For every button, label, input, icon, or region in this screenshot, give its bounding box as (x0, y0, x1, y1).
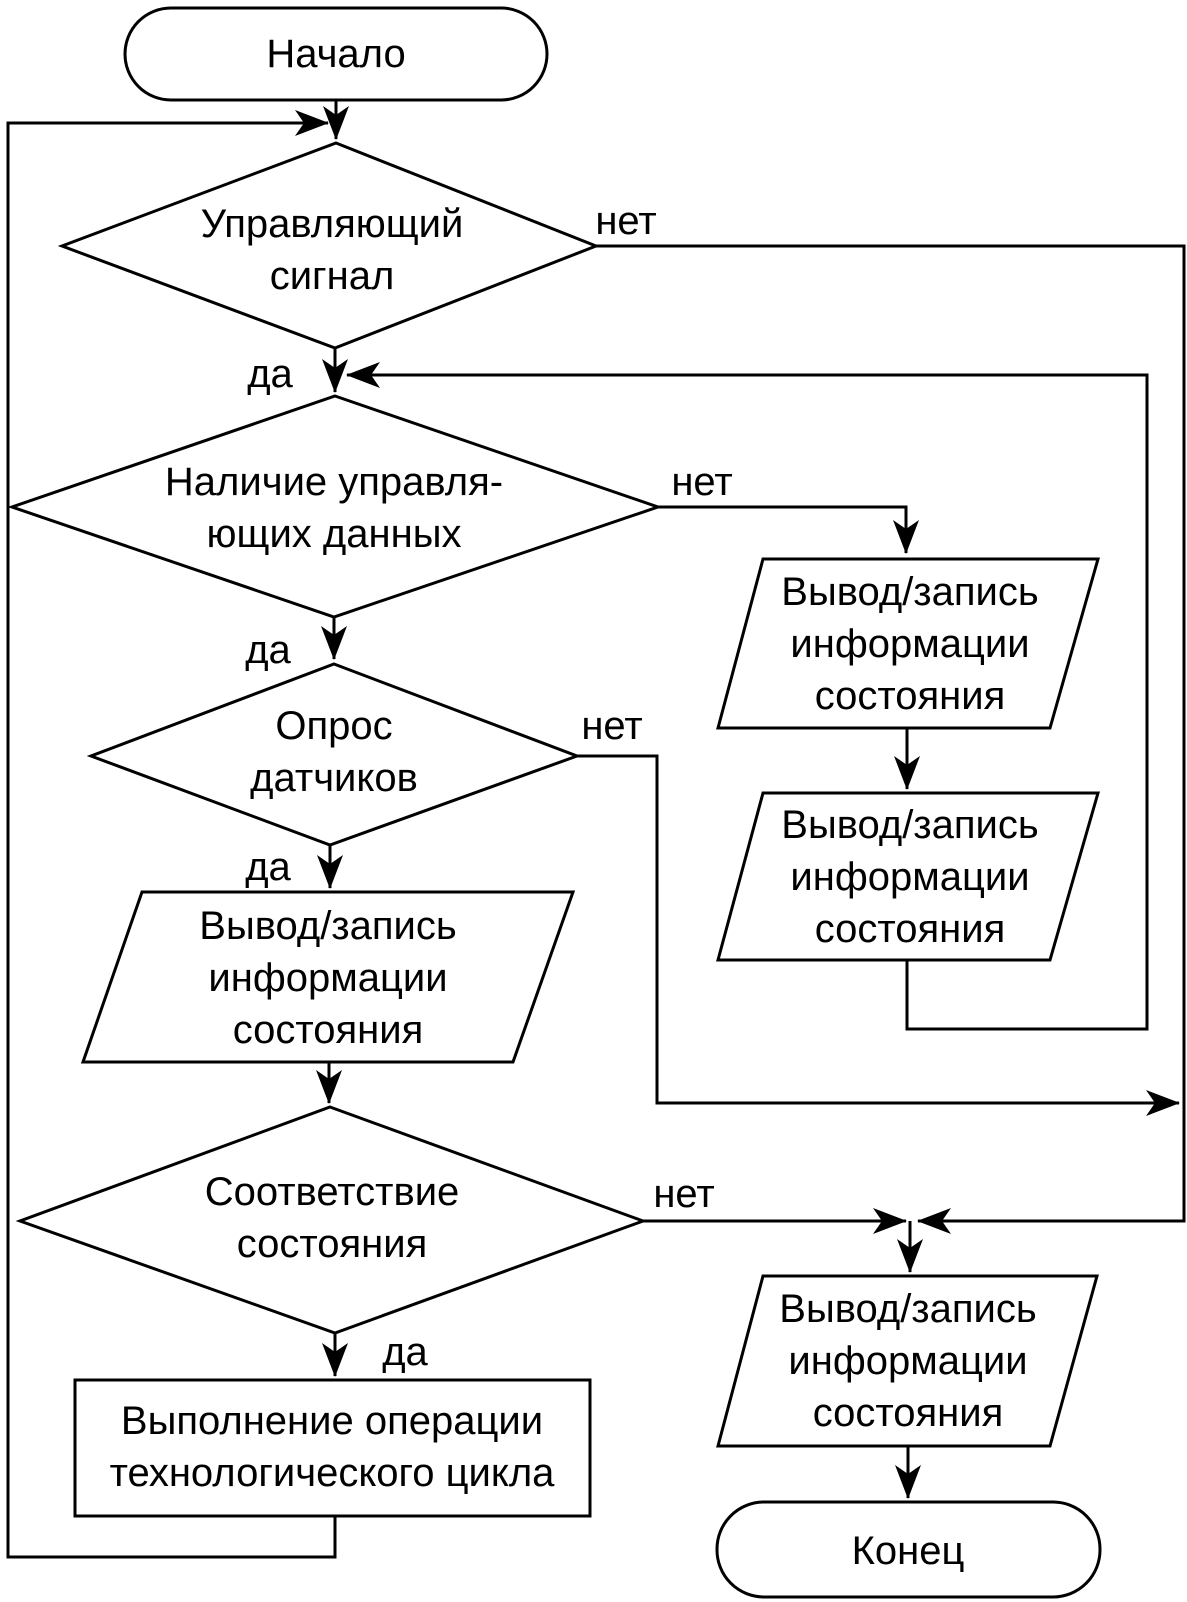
node-pfinal-io-output-state (716, 1274, 1099, 1448)
node-start-terminator (123, 6, 549, 102)
edge-d2-no-to-pright1 (658, 505, 919, 554)
node-end-terminator (715, 1500, 1102, 1599)
node-d2-decision-control-data (7, 394, 663, 619)
node-pleft-io-output-state (80, 890, 576, 1064)
node-d3-decision-sensor-poll (86, 662, 582, 847)
edge-pright2-loop-to-d2 (346, 362, 1149, 1031)
node-pright2-io-output-state (716, 791, 1100, 962)
node-process-tech-cycle (73, 1378, 592, 1518)
node-d1-decision-control-signal (57, 141, 601, 350)
edge-d3-no (577, 754, 1180, 1116)
node-pright1-io-output-state (716, 557, 1100, 730)
edge-process-loop-to-d1 (6, 110, 337, 1559)
node-d4-decision-state-match (15, 1105, 648, 1335)
edge-d1-no (596, 244, 1186, 1234)
